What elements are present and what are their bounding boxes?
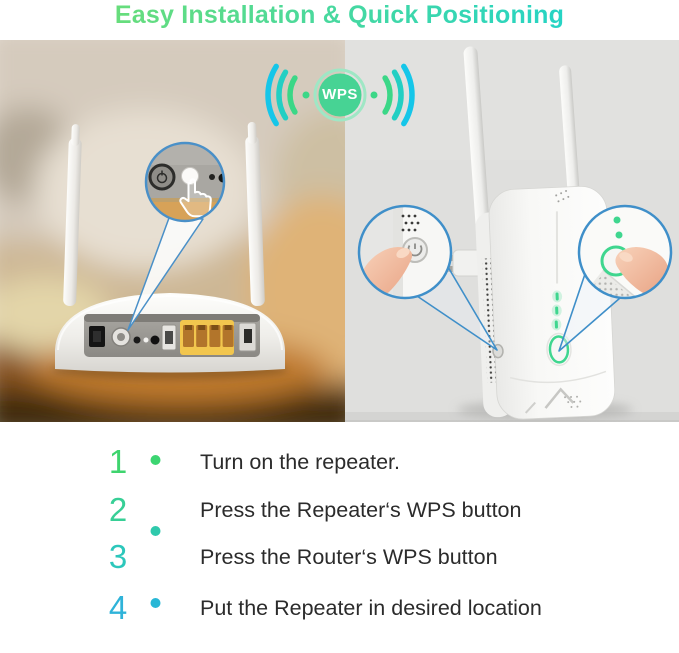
step-row-1: 1 Turn on the repeater.	[0, 444, 679, 480]
callout-right-content	[579, 206, 671, 298]
zoomed-led	[613, 216, 621, 224]
step-row-2: 2 Press the Repeater‘s WPS button	[0, 492, 679, 528]
wps-circle	[318, 73, 362, 117]
callout-circle-left	[357, 204, 453, 300]
router-scene	[0, 40, 345, 422]
step-text-1: Turn on the repeater.	[200, 450, 400, 474]
steps-timeline	[150, 430, 161, 650]
timeline-dot-3	[150, 598, 161, 608]
face-seam	[555, 211, 559, 284]
tap-hand-icon	[179, 178, 212, 218]
step-text-3: Press the Router‘s WPS button	[200, 545, 498, 569]
zoomed-vent-dots	[401, 214, 420, 232]
step-number-4: 4	[108, 589, 128, 626]
callout-circle-right	[577, 204, 673, 300]
repeater-antenna-right	[559, 65, 581, 216]
zoomed-power-button	[148, 163, 176, 191]
router-photo	[0, 40, 345, 422]
router-antenna-right	[245, 122, 265, 306]
step-number-3: 3	[108, 538, 128, 575]
led-lights	[551, 290, 563, 331]
wps-reset-button	[133, 336, 141, 344]
timeline-dot-1	[150, 455, 161, 465]
zoomed-led	[615, 231, 623, 239]
router-rear-panel	[84, 314, 260, 357]
router-body-highlight	[57, 294, 283, 351]
repeater-antenna-left	[463, 46, 491, 249]
usb-port	[161, 324, 177, 351]
timeline-dot-2	[150, 526, 161, 536]
step-text-2: Press the Repeater‘s WPS button	[200, 498, 522, 522]
lan-ports	[180, 320, 234, 355]
reset-button	[150, 335, 160, 345]
callout-circle	[144, 141, 226, 223]
dsl-port	[238, 322, 257, 352]
step-number-2: 2	[108, 491, 128, 528]
wifi-signal-left-icon	[265, 63, 298, 127]
step-text-4: Put the Repeater in desired location	[200, 596, 542, 620]
wps-badge: WPS	[260, 62, 420, 132]
router	[52, 122, 288, 380]
router-antenna-left	[63, 124, 82, 306]
wifi-signal-right-icon	[382, 63, 415, 127]
blurred-room-background	[0, 40, 345, 422]
step-number-1: 1	[108, 443, 128, 480]
wifi-button	[142, 336, 150, 344]
wps-label: WPS	[322, 86, 358, 103]
step-row-4: 4 Put the Repeater in desired location	[0, 590, 679, 626]
top-vent-dots	[555, 189, 570, 203]
step-row-3: 3 Press the Router‘s WPS button	[0, 539, 679, 575]
page-title: Easy Installation & Quick Positioning	[0, 1, 679, 30]
bottom-decoration	[509, 370, 607, 414]
